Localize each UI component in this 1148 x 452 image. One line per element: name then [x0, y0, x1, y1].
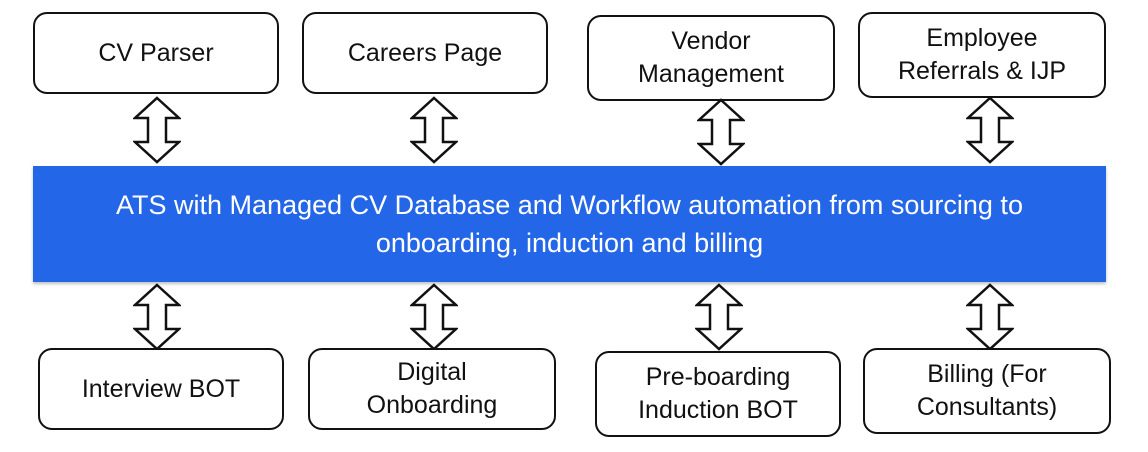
double-arrow-icon — [133, 283, 181, 351]
box-label: Pre-boarding Induction BOT — [638, 363, 798, 424]
box-digital-onboarding: Digital Onboarding — [308, 348, 556, 430]
box-vendor-management: Vendor Management — [587, 15, 835, 101]
double-arrow-icon — [697, 98, 745, 166]
box-label: CV Parser — [98, 38, 214, 67]
double-arrow-icon — [966, 96, 1014, 164]
box-billing-consultants: Billing (For Consultants) — [863, 348, 1111, 434]
box-employee-referrals: Employee Referrals & IJP — [858, 12, 1106, 98]
box-preboarding-induction-bot: Pre-boarding Induction BOT — [595, 351, 841, 437]
box-label: Billing (For Consultants) — [916, 360, 1058, 421]
box-label: Interview BOT — [81, 374, 241, 403]
double-arrow-icon — [410, 283, 458, 351]
ats-banner-text: ATS with Managed CV Database and Workflo… — [116, 190, 1023, 258]
box-interview-bot: Interview BOT — [38, 348, 284, 430]
double-arrow-icon — [410, 96, 458, 164]
box-label: Vendor Management — [638, 27, 784, 88]
ats-banner: ATS with Managed CV Database and Workflo… — [33, 166, 1106, 282]
box-cv-parser: CV Parser — [33, 12, 279, 94]
double-arrow-icon — [966, 283, 1014, 351]
box-label: Careers Page — [347, 38, 503, 67]
box-label: Employee Referrals & IJP — [897, 24, 1067, 85]
double-arrow-icon — [133, 96, 181, 164]
box-label: Digital Onboarding — [366, 358, 498, 419]
box-careers-page: Careers Page — [302, 12, 548, 94]
double-arrow-icon — [695, 283, 743, 351]
